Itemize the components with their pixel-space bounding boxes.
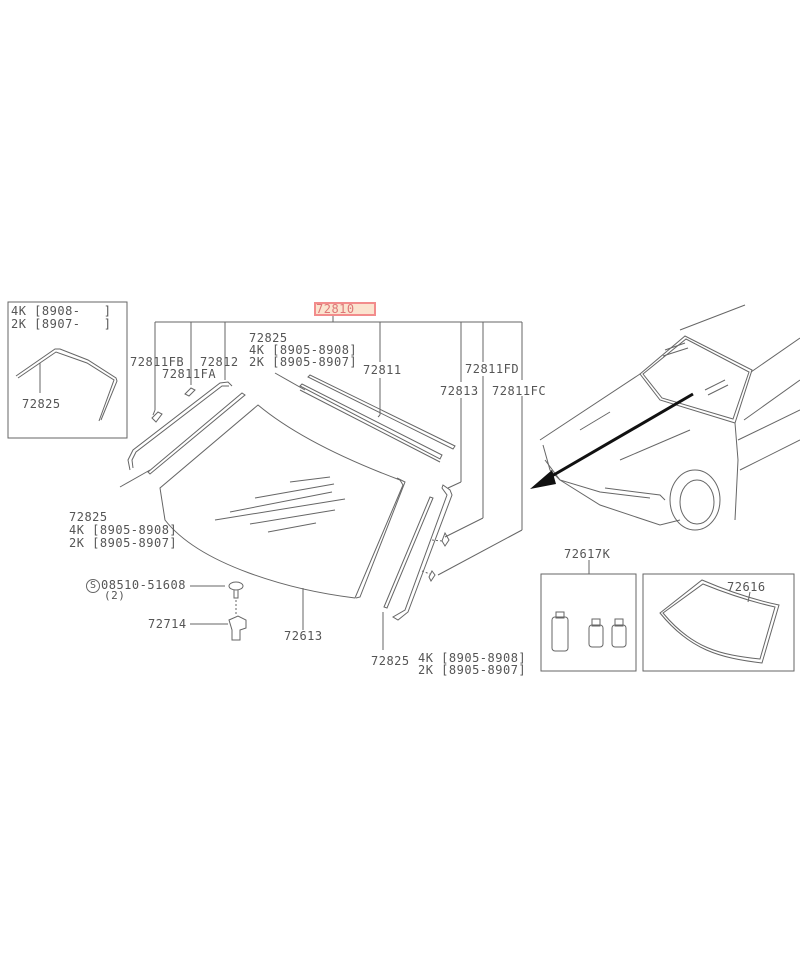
inset-molding (15, 348, 118, 421)
clip-72811FD (441, 531, 450, 547)
part-72714[interactable]: 72714 (148, 617, 187, 631)
part-72825-top-2k: 2K [8905-8907] (249, 355, 358, 369)
part-72825-left-4k: 4K [8905-8908] (69, 523, 178, 537)
inset-box (7, 301, 128, 439)
part-08510-51608[interactable]: 08510-51608 (101, 578, 186, 592)
windshield-glass (159, 404, 404, 599)
part-72825-left[interactable]: 72825 (69, 510, 108, 524)
molding-72811 (307, 374, 456, 450)
arrow-line (544, 392, 694, 482)
main-ref-72810[interactable]: 72810 (314, 302, 376, 316)
part-72616[interactable]: 72616 (727, 580, 766, 594)
primer-jar-icon (588, 624, 604, 648)
part-72825-right-4k: 4K [8905-8908] (418, 651, 527, 665)
molding-72812 (127, 381, 233, 471)
arrow-head-icon (530, 470, 556, 489)
clip-72811FC (428, 570, 436, 582)
part-72825-right-2k: 2K [8905-8907] (418, 663, 527, 677)
molding-72825-top (299, 383, 443, 460)
screw-icon (228, 581, 244, 591)
part-72811FB[interactable]: 72811FB (130, 355, 185, 369)
inset-4k-range: 4K [8908- ] (11, 304, 112, 318)
inset-2k-range: 2K [8907- ] (11, 317, 112, 331)
clip-72714 (228, 615, 247, 641)
screw-symbol: S (86, 579, 100, 593)
part-72811FD[interactable]: 72811FD (465, 362, 520, 376)
clip-72811FB (151, 411, 163, 423)
primer-jar-icon-2 (611, 624, 627, 648)
part-72617K[interactable]: 72617K (564, 547, 611, 561)
part-72825-top[interactable]: 72825 (249, 331, 288, 345)
part-72825-right[interactable]: 72825 (371, 654, 410, 668)
kit-box-72617K (540, 573, 637, 672)
clip-72811FA (184, 387, 196, 397)
molding-72825-right (383, 496, 434, 609)
molding-72813 (392, 484, 453, 621)
seal-box-72616 (642, 573, 795, 672)
molding-72825-left (147, 392, 246, 475)
part-72811[interactable]: 72811 (363, 363, 402, 377)
part-72613[interactable]: 72613 (284, 629, 323, 643)
part-72813[interactable]: 72813 (440, 384, 479, 398)
primer-bottle-icon (551, 616, 569, 652)
part-72811FA[interactable]: 72811FA (162, 367, 217, 381)
screw-qty: (2) (104, 589, 126, 602)
inset-part-72825[interactable]: 72825 (22, 397, 61, 411)
part-72812[interactable]: 72812 (200, 355, 239, 369)
car-illustration (539, 304, 800, 531)
part-72825-top-4k: 4K [8905-8908] (249, 343, 358, 357)
part-72811FC[interactable]: 72811FC (492, 384, 547, 398)
windshield-seal (659, 579, 780, 664)
part-72825-left-2k: 2K [8905-8907] (69, 536, 178, 550)
